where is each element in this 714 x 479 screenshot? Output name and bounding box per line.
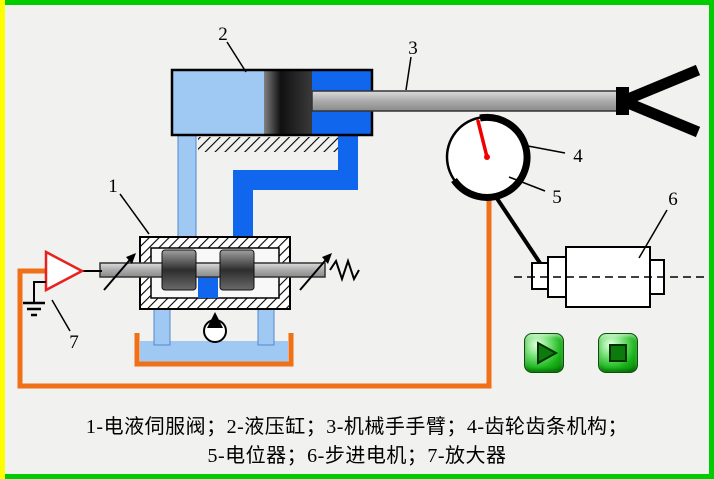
pipe-elbow-vertical [233,170,253,237]
label-gear-rack: 4 [573,146,583,167]
label-stepper-motor: 6 [668,189,678,210]
solenoid-arrow-right-head [322,253,332,264]
motor-coupling [531,262,549,290]
gauge-needle-hub [484,154,490,160]
ground-icon [23,301,45,317]
leader-lines [51,41,668,332]
label-amplifier: 7 [69,332,79,353]
gripper-base [616,87,629,115]
ground-lead [33,281,46,303]
gauge-needle [476,119,489,159]
pipe-elbow-horizontal [233,170,358,190]
spring-icon [329,257,360,283]
stop-icon [609,344,627,362]
stop-button[interactable] [598,333,638,373]
pipe-tank-left [153,308,171,346]
label-potentiometer: 5 [552,187,562,208]
pipe-tank-right [257,308,275,346]
amplifier [23,249,85,317]
border-left [0,0,5,479]
label-cylinder: 2 [218,24,228,45]
gauge-dial [445,113,531,201]
servo-valve [82,236,360,310]
border-top [0,0,714,5]
cylinder-mount-hatch [198,137,338,152]
cylinder-fluid-left [172,70,264,135]
border-right [709,0,714,479]
play-icon [537,341,559,365]
gauge-arc [451,113,531,201]
caption-line-1: 1-电液伺服阀；2-液压缸；3-机械手手臂；4-齿轮齿条机构； [85,416,629,438]
solenoid-arrow-left-head [126,253,136,264]
valve-spool-land-right [219,249,255,291]
leader-line-1 [119,193,150,235]
stepper-motor [514,246,707,308]
caption-line-2: 5-电位器；6-步进电机；7-放大器 [207,445,507,467]
gripper [616,64,701,138]
border-bottom [0,474,714,479]
gripper-jaw-lower [625,97,701,138]
piston [264,70,312,135]
pipe-cylinder-left [177,134,197,238]
feedback-wire [17,198,492,389]
solenoid-arrow-right-icon [299,254,331,291]
valve-spool-rod [99,262,326,278]
leader-line-7 [51,299,71,332]
gripper-jaw-upper [625,64,701,105]
label-servo-valve: 1 [108,176,118,197]
gauge-motor-link [488,186,548,274]
pump-arrow-icon [207,312,223,328]
number-labels: 1 2 3 4 5 6 7 [69,24,678,353]
valve-spool-land-left [161,249,197,291]
oil-tank-wall [134,333,294,367]
piston-rod [311,90,623,112]
play-button[interactable] [524,333,564,373]
label-arm: 3 [408,38,418,59]
oil-tank-fluid [140,341,288,363]
solenoid-arrow-left-icon [103,254,135,291]
leader-line-4 [527,145,566,154]
amplifier-triangle [44,249,85,293]
leader-line-6 [638,209,668,259]
leader-line-5 [508,176,546,192]
leader-line-3 [405,56,412,91]
leader-line-2 [226,41,247,73]
